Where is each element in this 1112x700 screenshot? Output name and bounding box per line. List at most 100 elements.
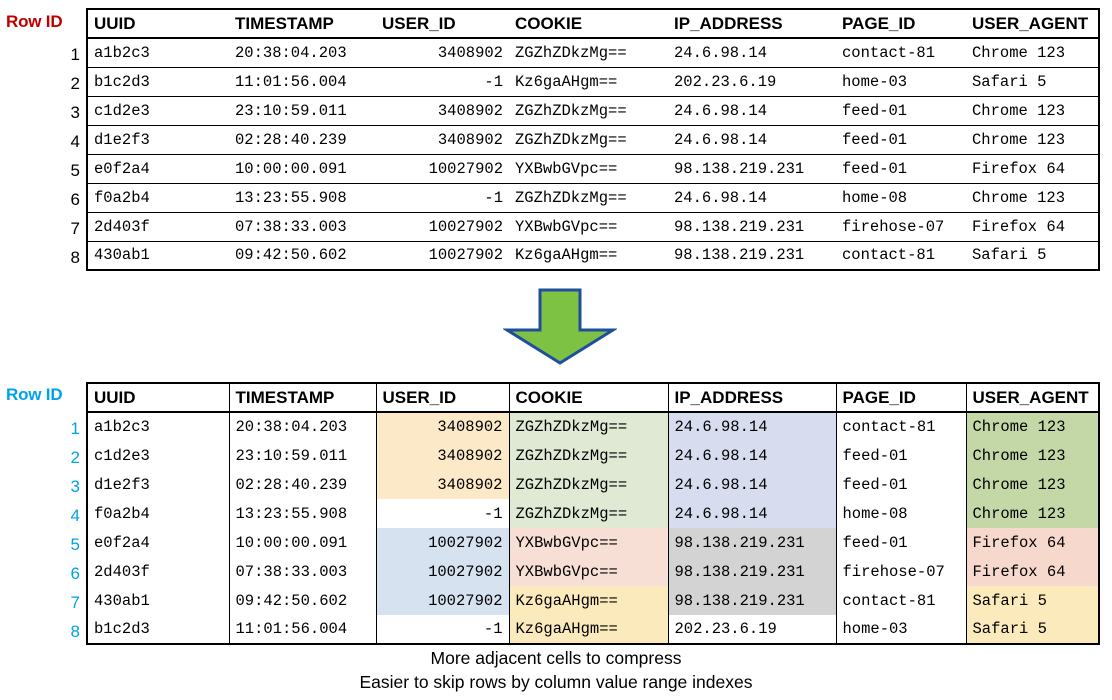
caption-line-1: More adjacent cells to compress: [430, 648, 682, 668]
cell-cookie: YXBwbGVpc==: [509, 211, 668, 242]
cell-page_id: feed-01: [836, 95, 966, 126]
cell-ip_address: 24.6.98.14: [668, 182, 836, 213]
cell-page_id: feed-01: [836, 153, 966, 184]
cell-user_id: -1: [376, 66, 509, 97]
row-number: 5: [70, 534, 80, 554]
cell-user_agent: Firefox 64: [965, 528, 1100, 557]
cell-uuid: b1c2d3: [86, 615, 230, 645]
cell-uuid: 430ab1: [86, 240, 229, 271]
column-header-timestamp: TIMESTAMP: [228, 382, 377, 413]
cell-ip_address: 24.6.98.14: [668, 37, 836, 68]
row-number: 5: [70, 160, 80, 180]
cell-user_agent: Firefox 64: [966, 211, 1100, 242]
cell-page_id: firehose-07: [836, 211, 966, 242]
cell-uuid: c1d2e3: [86, 441, 230, 470]
cell-cookie: Kz6gaAHgm==: [508, 586, 669, 615]
cell-user_id: 3408902: [376, 37, 509, 68]
cell-ip_address: 98.138.219.231: [667, 557, 837, 586]
column-header-page_id: PAGE_ID: [835, 382, 967, 413]
cell-timestamp: 07:38:33.003: [228, 557, 377, 586]
cell-ip_address: 24.6.98.14: [668, 95, 836, 126]
cell-ip_address: 24.6.98.14: [668, 124, 836, 155]
cell-page_id: home-03: [835, 615, 967, 645]
cell-user_agent: Chrome 123: [965, 499, 1100, 528]
cell-user_id: 10027902: [375, 557, 510, 586]
cell-user_agent: Firefox 64: [966, 153, 1100, 184]
row-number: 6: [70, 189, 80, 209]
cell-user_id: -1: [376, 182, 509, 213]
column-header-user_agent: USER_AGENT: [966, 8, 1100, 39]
cell-uuid: e0f2a4: [86, 153, 229, 184]
cell-ip_address: 24.6.98.14: [667, 441, 837, 470]
column-header-ip_address: IP_ADDRESS: [668, 8, 836, 39]
cell-ip_address: 98.138.219.231: [667, 586, 837, 615]
cell-user_id: -1: [375, 499, 510, 528]
cell-user_id: -1: [375, 615, 510, 645]
row-id-label-bottom: Row ID: [6, 385, 63, 404]
cell-timestamp: 09:42:50.602: [229, 240, 376, 271]
column-header-page_id: PAGE_ID: [836, 8, 966, 39]
cell-timestamp: 20:38:04.203: [229, 37, 376, 68]
row-number: 7: [70, 218, 80, 238]
cell-timestamp: 07:38:33.003: [229, 211, 376, 242]
cell-uuid: e0f2a4: [86, 528, 230, 557]
cell-timestamp: 23:10:59.011: [228, 441, 377, 470]
cell-page_id: contact-81: [835, 412, 967, 441]
cell-user_agent: Chrome 123: [965, 412, 1100, 441]
cell-uuid: c1d2e3: [86, 95, 229, 126]
cell-ip_address: 98.138.219.231: [668, 211, 836, 242]
row-id-label-top: Row ID: [6, 12, 63, 31]
cell-cookie: ZGZhZDkzMg==: [509, 37, 668, 68]
cell-timestamp: 11:01:56.004: [229, 66, 376, 97]
cell-timestamp: 13:23:55.908: [228, 499, 377, 528]
cell-user_id: 3408902: [376, 95, 509, 126]
cell-cookie: ZGZhZDkzMg==: [509, 182, 668, 213]
cell-uuid: f0a2b4: [86, 499, 230, 528]
down-arrow-icon: [503, 288, 617, 365]
column-header-cookie: COOKIE: [509, 8, 668, 39]
cell-cookie: YXBwbGVpc==: [508, 528, 669, 557]
cell-cookie: ZGZhZDkzMg==: [508, 412, 669, 441]
cell-timestamp: 09:42:50.602: [228, 586, 377, 615]
cell-user_agent: Chrome 123: [965, 470, 1100, 499]
cell-user_id: 10027902: [375, 586, 510, 615]
cell-ip_address: 98.138.219.231: [667, 528, 837, 557]
cell-cookie: ZGZhZDkzMg==: [508, 499, 669, 528]
cell-uuid: d1e2f3: [86, 124, 229, 155]
row-number: 2: [70, 73, 80, 93]
cell-cookie: YXBwbGVpc==: [508, 557, 669, 586]
cell-timestamp: 10:00:00.091: [228, 528, 377, 557]
cell-ip_address: 98.138.219.231: [668, 240, 836, 271]
cell-page_id: home-03: [836, 66, 966, 97]
cell-user_agent: Safari 5: [965, 615, 1100, 645]
cell-cookie: ZGZhZDkzMg==: [508, 470, 669, 499]
cell-page_id: contact-81: [836, 37, 966, 68]
cell-user_id: 3408902: [375, 412, 510, 441]
row-number: 4: [70, 131, 80, 151]
cell-user_id: 10027902: [375, 528, 510, 557]
column-header-user_id: USER_ID: [376, 8, 509, 39]
cell-user_id: 10027902: [376, 211, 509, 242]
cell-uuid: 2d403f: [86, 557, 230, 586]
cell-user_agent: Chrome 123: [966, 95, 1100, 126]
cell-user_agent: Chrome 123: [966, 182, 1100, 213]
cell-timestamp: 11:01:56.004: [228, 615, 377, 645]
cell-uuid: a1b2c3: [86, 37, 229, 68]
cell-uuid: 2d403f: [86, 211, 229, 242]
cell-cookie: ZGZhZDkzMg==: [509, 95, 668, 126]
cell-ip_address: 98.138.219.231: [668, 153, 836, 184]
cell-user_id: 3408902: [375, 441, 510, 470]
cell-uuid: d1e2f3: [86, 470, 230, 499]
cell-uuid: f0a2b4: [86, 182, 229, 213]
